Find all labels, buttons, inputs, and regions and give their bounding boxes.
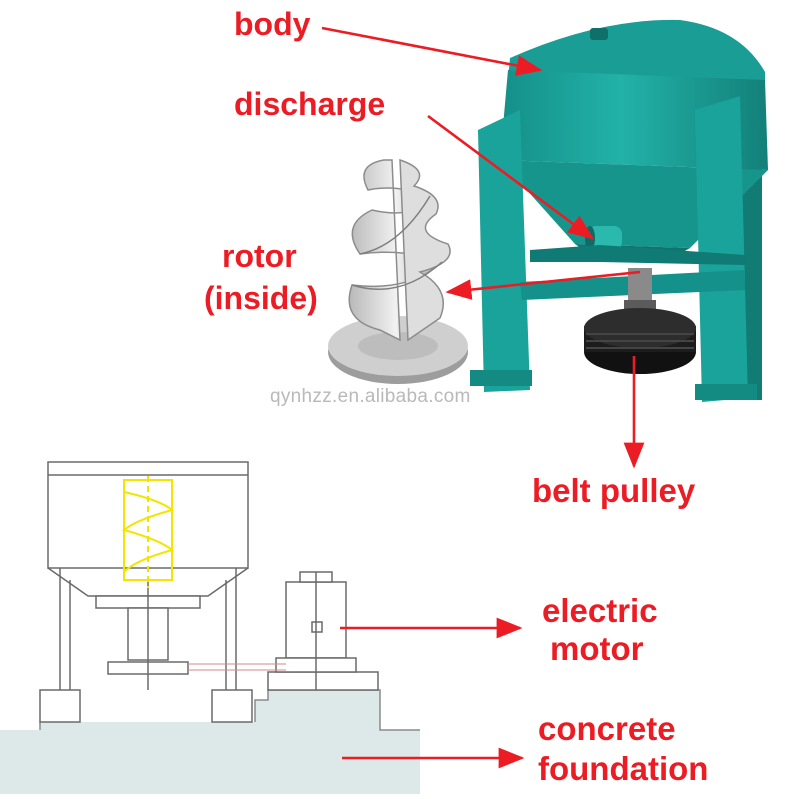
label-discharge: discharge: [234, 86, 386, 122]
drawing-helix: [121, 476, 175, 588]
label-rotor-line2: (inside): [204, 280, 318, 316]
arrow-rotor: [445, 270, 641, 300]
rotor-render: [328, 158, 468, 384]
callout-arrows: [321, 26, 645, 769]
arrow-discharge: [427, 114, 595, 240]
label-body: body: [234, 6, 311, 42]
arrow-body: [321, 26, 543, 76]
label-concrete-line2: foundation: [538, 750, 709, 787]
watermark-text: qynhzz.en.alibaba.com: [270, 386, 471, 407]
technical-drawing: [0, 461, 420, 794]
pulper-machine: [470, 19, 768, 402]
label-concrete-line1: concrete: [538, 710, 676, 747]
label-rotor-line1: rotor: [222, 238, 297, 274]
label-electric-line1: electric: [542, 592, 658, 629]
belt-pulley-part: [584, 308, 696, 374]
label-belt-pulley: belt pulley: [532, 472, 696, 509]
label-electric-line2: motor: [550, 630, 644, 667]
